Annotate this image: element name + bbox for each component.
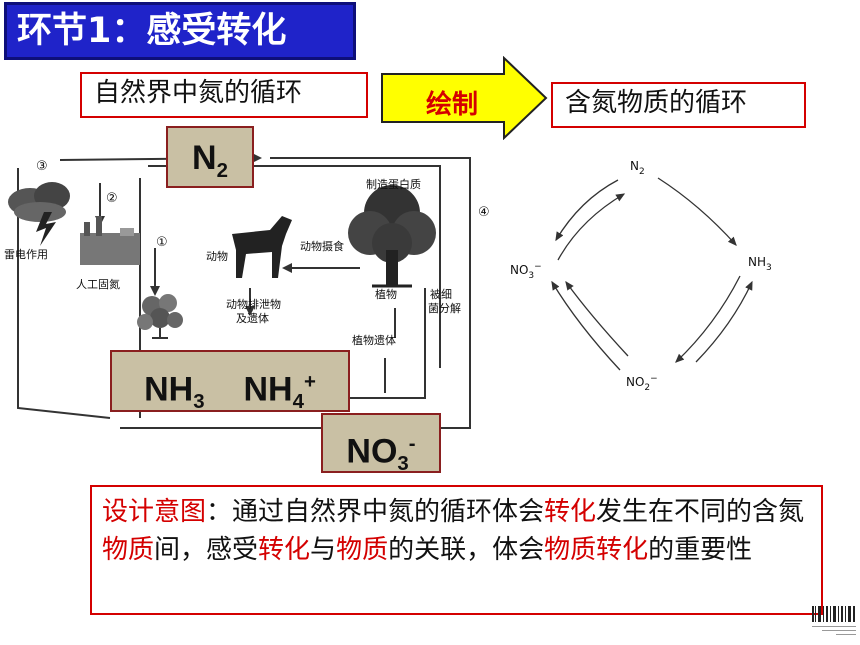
note-part-11: 的重要性	[648, 535, 753, 565]
n2-subscript: 2	[216, 159, 228, 182]
note-part-6: 转化	[258, 535, 311, 565]
note-part-8: 物质	[336, 535, 389, 565]
horse-icon	[232, 216, 292, 278]
factory-icon	[80, 216, 140, 265]
arrow-shape	[381, 56, 548, 140]
substance-cycle-label: 含氮物质的循环	[551, 82, 806, 128]
nh4-symbol: NH	[243, 370, 293, 409]
plant-remains-label: 植物遗体	[352, 333, 396, 347]
design-intention-note: 设计意图：通过自然界中氮的循环体会转化发生在不同的含氮物质间，感受转化与物质的关…	[90, 485, 823, 615]
node-no2: NO2−	[626, 374, 658, 393]
arrow-no3-to-no2	[551, 280, 621, 371]
arrow-n2-to-nh3	[657, 177, 737, 246]
node-nh3: NH3	[748, 255, 772, 273]
nh4-subscript: 4	[292, 391, 304, 414]
arrow-n2-to-no3	[555, 179, 619, 242]
nh3-nh4-box: NH3 NH4+	[110, 350, 350, 414]
cycle-path-left	[17, 168, 111, 419]
n2-symbol: N	[192, 139, 217, 177]
barcode-icon	[812, 606, 856, 635]
section-title: 环节1：感受转化	[4, 2, 356, 60]
arrow-nh3-to-no2	[675, 275, 741, 363]
no3-subscript: 3	[397, 453, 409, 476]
draw-arrow	[381, 56, 548, 140]
tree-icon	[348, 185, 436, 288]
marker-3: ③	[36, 159, 48, 174]
no3-box: NO3-	[321, 413, 441, 476]
note-part-1: ：通过自然界中氮的循环体会	[206, 497, 545, 527]
bacteria-label-1: 被细	[430, 288, 452, 301]
marker-4: ④	[478, 205, 490, 220]
plant-label: 植物	[375, 287, 397, 301]
note-part-10: 物质转化	[544, 535, 649, 565]
node-n2: N2	[630, 159, 645, 177]
marker-1: ①	[156, 235, 168, 250]
cycle-path-right	[120, 157, 471, 429]
nh4-superscript: +	[303, 371, 316, 393]
animal-eat-label: 动物摄食	[300, 239, 344, 253]
no3-superscript: -	[408, 433, 416, 455]
draw-arrow-label: 绘制	[426, 90, 479, 120]
n2-box: N2	[166, 126, 254, 188]
excrete-label-2: 及遗体	[236, 311, 269, 325]
arrow-no2-to-no3	[565, 280, 629, 357]
note-part-2: 转化	[544, 497, 597, 527]
arrow-no2-to-nh3	[695, 280, 753, 363]
protein-label: 制造蛋白质	[366, 177, 421, 191]
bacteria-label-2: 菌分解	[428, 301, 461, 315]
node-no3: NO3−	[510, 262, 542, 281]
animal-label: 动物	[206, 249, 228, 263]
note-part-7: 与	[310, 535, 337, 565]
nh3-symbol: NH	[144, 370, 194, 409]
nh3-subscript: 3	[193, 391, 205, 414]
artificial-fixation-label: 人工固氮	[76, 277, 120, 291]
note-part-9: 的关联，体会	[388, 535, 545, 565]
arrow-no3-to-n2	[557, 193, 626, 261]
lightning-label: 雷电作用	[4, 248, 48, 261]
natural-cycle-label: 自然界中氮的循环	[80, 72, 368, 118]
cycle-path-bacteria	[340, 288, 426, 399]
note-part-5: 间，感受	[154, 535, 259, 565]
substance-cycle-diagram: N2 NH3 NO3− NO2−	[510, 159, 772, 393]
small-plant-icon	[137, 294, 183, 339]
nitrogen-cycle-illustration: ③ ② ① ④ 雷电作用 人工固氮 动物 动物摄食 制造蛋白质 动物排泄物 及遗…	[4, 152, 490, 429]
no3-symbol: NO	[346, 432, 398, 471]
note-part-3: 发生在不同的含氮	[596, 497, 805, 527]
note-part-0: 设计意图	[102, 497, 207, 527]
note-part-4: 物质	[102, 535, 155, 565]
cloud-icon	[8, 182, 70, 246]
marker-2: ②	[106, 191, 118, 206]
excrete-label-1: 动物排泄物	[226, 297, 281, 311]
